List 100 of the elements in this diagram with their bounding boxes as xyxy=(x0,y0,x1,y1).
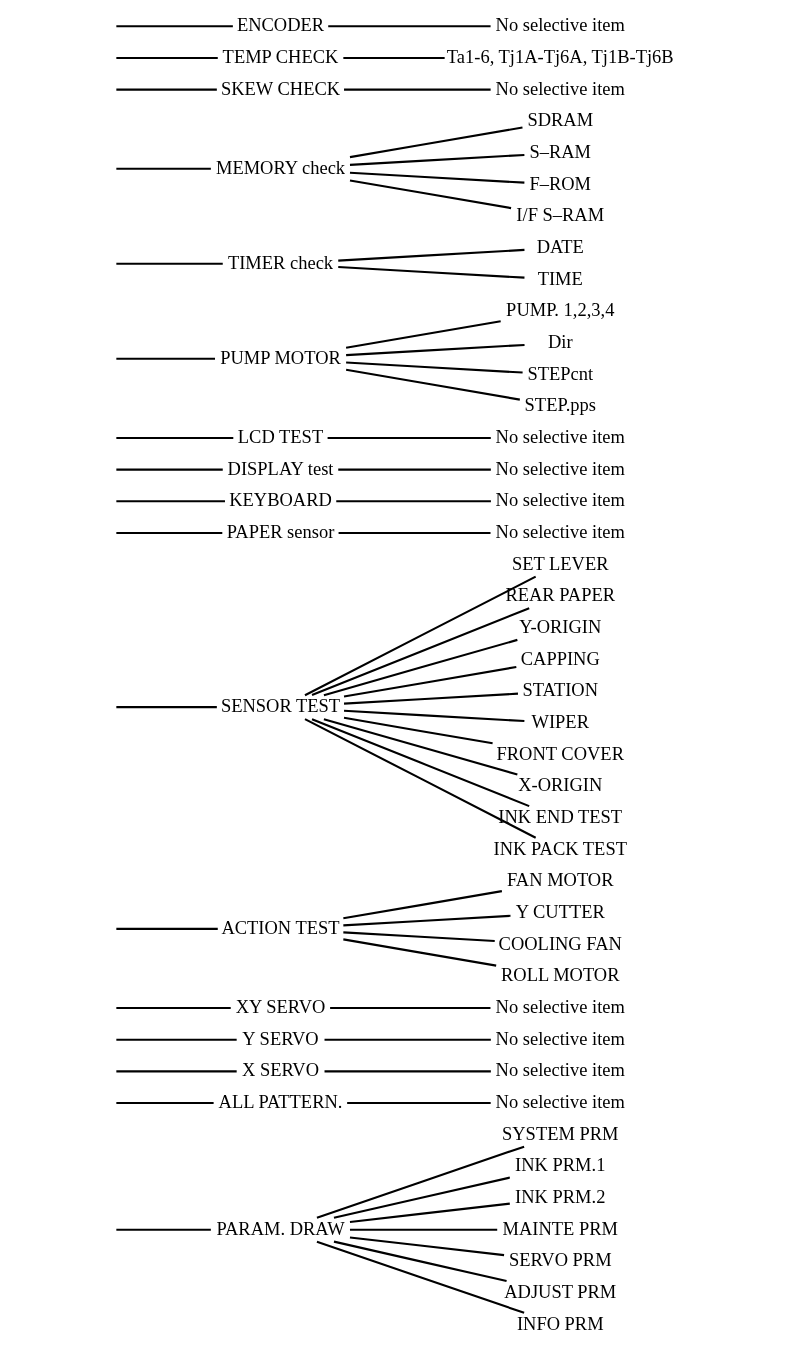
connector xyxy=(304,575,536,697)
connector xyxy=(333,1176,510,1219)
node-text: FAN MOTOR xyxy=(506,870,614,891)
node-text: XY SERVO xyxy=(235,996,325,1017)
connector xyxy=(349,171,524,184)
connector xyxy=(115,1038,237,1041)
node-text: KEYBOARD xyxy=(228,490,332,511)
node-text: Y SERVO xyxy=(241,1028,319,1049)
node-text: STEPcnt xyxy=(526,363,593,384)
connector xyxy=(349,1236,504,1257)
connector xyxy=(115,706,217,709)
connector xyxy=(115,1006,231,1010)
connector xyxy=(115,468,223,471)
node-text: F–ROM xyxy=(528,173,591,194)
connector xyxy=(345,368,520,401)
connector xyxy=(337,265,525,279)
connector xyxy=(349,1202,510,1223)
node-text: X SERVO xyxy=(241,1060,319,1081)
node-text: TIME xyxy=(537,268,583,289)
node-text: PAPER sensor xyxy=(226,521,334,542)
connector xyxy=(115,500,225,503)
node-text: INK PACK TEST xyxy=(493,838,627,859)
node-text: INK PRM.1 xyxy=(514,1155,605,1176)
node-text: LCD TEST xyxy=(237,426,323,447)
node-text: SENSOR TEST xyxy=(220,696,340,717)
node-text: No selective item xyxy=(495,1028,625,1049)
node-text: I/F S–RAM xyxy=(515,205,604,226)
node-text: REAR PAPER xyxy=(504,585,615,606)
node-text: INK END TEST xyxy=(497,806,622,827)
connector xyxy=(349,1228,497,1231)
connector xyxy=(342,931,495,943)
node-text: SERVO PRM xyxy=(508,1250,612,1271)
connector xyxy=(311,718,530,808)
connector xyxy=(115,436,233,440)
node-text: MAINTE PRM xyxy=(502,1218,618,1239)
node-text: No selective item xyxy=(495,15,625,36)
connector xyxy=(349,179,511,210)
node-text: S–RAM xyxy=(528,141,591,162)
connector xyxy=(335,500,491,503)
node-text: SET LEVER xyxy=(511,553,609,574)
connector xyxy=(316,1145,524,1219)
connector xyxy=(324,1070,491,1073)
connector xyxy=(343,88,491,91)
node-text: CAPPING xyxy=(520,648,600,669)
connector xyxy=(333,1240,507,1283)
node-text: No selective item xyxy=(495,521,625,542)
connector xyxy=(343,692,518,705)
node-text: No selective item xyxy=(495,1091,625,1112)
node-text: PUMP MOTOR xyxy=(219,347,341,368)
node-text: ENCODER xyxy=(236,15,324,36)
connector xyxy=(337,468,491,471)
node-text: Dir xyxy=(547,331,573,352)
node-text: Y CUTTER xyxy=(515,901,605,922)
node-text: SYSTEM PRM xyxy=(501,1123,619,1144)
connector xyxy=(327,25,491,28)
connector xyxy=(115,167,211,170)
connector xyxy=(115,262,223,265)
connector xyxy=(323,718,518,776)
connector xyxy=(323,638,518,697)
node-text: COOLING FAN xyxy=(498,933,622,954)
node-text: Ta1-6, Tj1A-Tj6A, Tj1B-Tj6B xyxy=(446,46,674,67)
node-text: ALL PATTERN. xyxy=(218,1091,342,1112)
node-text: STEP.pps xyxy=(524,395,596,416)
connector xyxy=(337,248,525,262)
connector xyxy=(115,88,217,91)
node-text: TIMER check xyxy=(227,252,333,273)
node-text: PUMP. 1,2,3,4 xyxy=(505,300,614,321)
connector xyxy=(324,1038,491,1041)
node-text: STATION xyxy=(522,680,598,701)
node-text: INFO PRM xyxy=(516,1313,604,1334)
node-text: WIPER xyxy=(531,711,589,732)
connector xyxy=(115,1102,214,1105)
node-text: DISPLAY test xyxy=(227,458,333,479)
connector xyxy=(115,531,222,535)
node-text: ACTION TEST xyxy=(220,917,340,938)
node-text: No selective item xyxy=(495,426,625,447)
connector xyxy=(115,25,233,28)
node-text: Y-ORIGIN xyxy=(518,616,601,637)
connector xyxy=(115,1070,237,1073)
connector xyxy=(345,320,501,349)
connector xyxy=(304,718,536,839)
connector xyxy=(349,126,523,159)
connector xyxy=(329,1006,490,1010)
node-text: No selective item xyxy=(495,996,625,1017)
connector xyxy=(345,343,525,357)
node-text: TEMP CHECK xyxy=(222,46,338,67)
node-text: DATE xyxy=(536,236,584,257)
node-text: No selective item xyxy=(495,458,625,479)
node-text: No selective item xyxy=(495,490,625,511)
connector xyxy=(316,1240,524,1314)
node-text: No selective item xyxy=(495,78,625,99)
node-text: SDRAM xyxy=(526,110,593,131)
connector xyxy=(343,665,516,698)
node-text: X-ORIGIN xyxy=(517,775,602,796)
node-text: FRONT COVER xyxy=(496,743,624,764)
node-text: SKEW CHECK xyxy=(220,78,340,99)
connector xyxy=(115,357,215,360)
connector xyxy=(338,531,490,535)
connector xyxy=(349,153,524,166)
node-text: MEMORY check xyxy=(215,157,345,178)
